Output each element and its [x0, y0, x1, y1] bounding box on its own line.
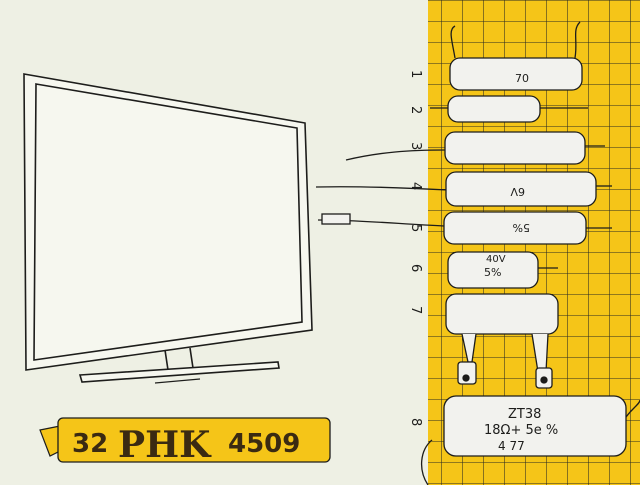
number-column: 1 2 3 4 5 6 7 8 — [408, 70, 423, 426]
label-part-3: 4509 — [228, 429, 300, 459]
number-2: 2 — [408, 106, 423, 114]
number-3: 3 — [408, 142, 423, 150]
components: 70 6V 5% 40V 5% — [421, 21, 640, 485]
tv-drawing — [23, 73, 313, 384]
component-1-label: 70 — [515, 72, 529, 85]
component-2 — [430, 95, 588, 123]
number-4: 4 — [408, 182, 423, 190]
component-7 — [445, 293, 559, 389]
fuse-label: 32 PHK 4509 — [39, 417, 331, 466]
component-6-label-b: 5% — [484, 266, 501, 279]
component-8: ZT38 18Ω+ 5e % 4 77 — [421, 395, 640, 485]
component-5-label: 5% — [513, 221, 530, 234]
number-5: 5 — [408, 224, 423, 232]
component-1: 70 — [449, 21, 583, 91]
component-8-line-1: ZT38 — [508, 407, 541, 422]
component-6: 40V 5% — [447, 251, 558, 289]
number-8: 8 — [408, 418, 423, 426]
number-6: 6 — [408, 264, 423, 272]
component-5: 5% — [443, 211, 612, 245]
component-8-line-3: 4 77 — [498, 439, 525, 453]
number-1: 1 — [408, 70, 423, 78]
component-6-label-a: 40V — [486, 254, 506, 265]
component-8-line-2: 18Ω+ 5e % — [484, 423, 558, 438]
component-3 — [444, 131, 605, 165]
number-7: 7 — [408, 306, 423, 314]
cables — [315, 149, 449, 227]
label-part-2: PHK — [118, 424, 212, 466]
label-part-1: 32 — [72, 429, 108, 459]
component-4-label: 6V — [510, 185, 525, 198]
component-4: 6V — [445, 171, 612, 207]
